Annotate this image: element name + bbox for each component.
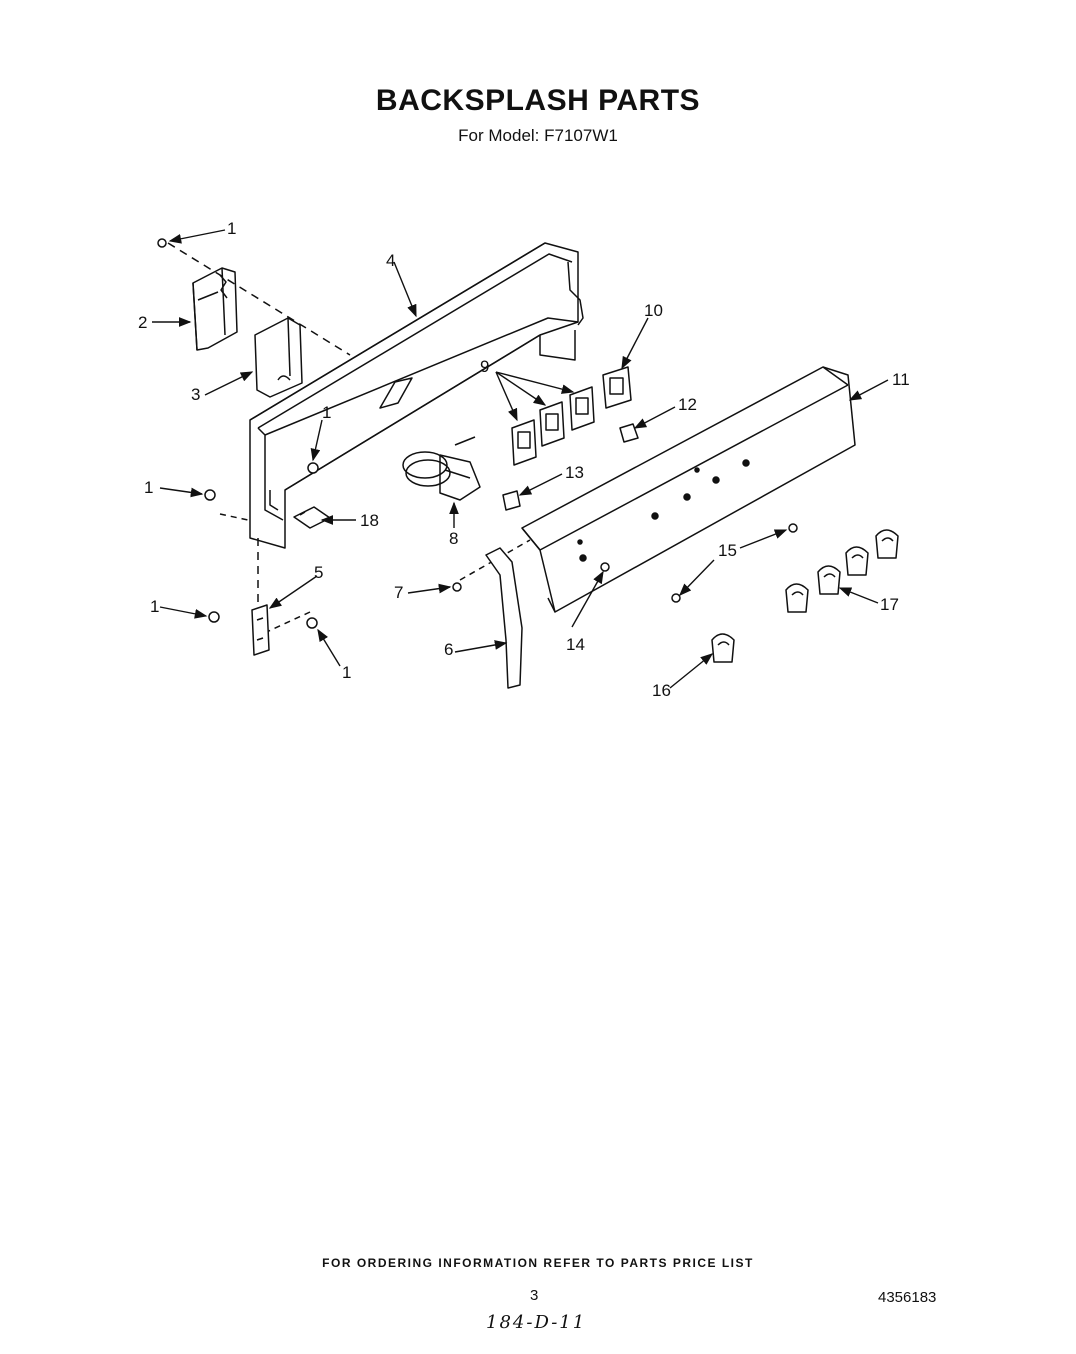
indicator-light [619, 423, 639, 443]
callout-7: 7 [394, 583, 403, 602]
model-subtitle: For Model: F7107W1 [458, 126, 618, 145]
screw-group [157, 238, 798, 629]
page-number: 3 [530, 1287, 539, 1304]
callout-2: 2 [138, 313, 147, 332]
callout-1-lower-left: 1 [150, 597, 159, 616]
callout-10: 10 [644, 301, 663, 320]
callout-14: 14 [566, 635, 585, 654]
control-panel [521, 366, 856, 613]
infinite-switch-group [511, 386, 595, 466]
push-switch [502, 490, 521, 511]
rear-backsplash-panel [249, 242, 584, 549]
callout-16: 16 [652, 681, 671, 700]
page-title: BACKSPLASH PARTS [375, 84, 701, 117]
lower-bracket [251, 604, 270, 656]
callout-12: 12 [678, 395, 697, 414]
callout-8: 8 [449, 529, 458, 548]
document-number: 4356183 [878, 1289, 937, 1306]
callout-5: 5 [314, 563, 323, 582]
end-trim [485, 547, 523, 689]
callout-9: 9 [480, 357, 489, 376]
callout-13: 13 [565, 463, 584, 482]
control-knobs [711, 529, 899, 663]
mounting-clip [293, 506, 331, 529]
callout-6: 6 [444, 640, 453, 659]
left-bracket [192, 267, 238, 351]
side-plate [254, 317, 303, 398]
ordering-footer: FOR ORDERING INFORMATION REFER TO PARTS … [322, 1256, 754, 1270]
callout-4: 4 [386, 251, 395, 270]
callout-15: 15 [718, 541, 737, 560]
handwritten-note: 184-D-11 [486, 1312, 587, 1333]
callout-1-left: 1 [144, 478, 153, 497]
callout-1-top: 1 [227, 219, 236, 238]
callout-18: 18 [360, 511, 379, 530]
callout-17: 17 [880, 595, 899, 614]
callout-11: 11 [892, 370, 910, 389]
callout-1-mid: 1 [322, 403, 331, 422]
selector-switch [602, 366, 632, 409]
callout-1-lower: 1 [342, 663, 351, 682]
timer-with-wire [402, 436, 481, 501]
callout-3: 3 [191, 385, 200, 404]
leader-lines [152, 229, 889, 689]
